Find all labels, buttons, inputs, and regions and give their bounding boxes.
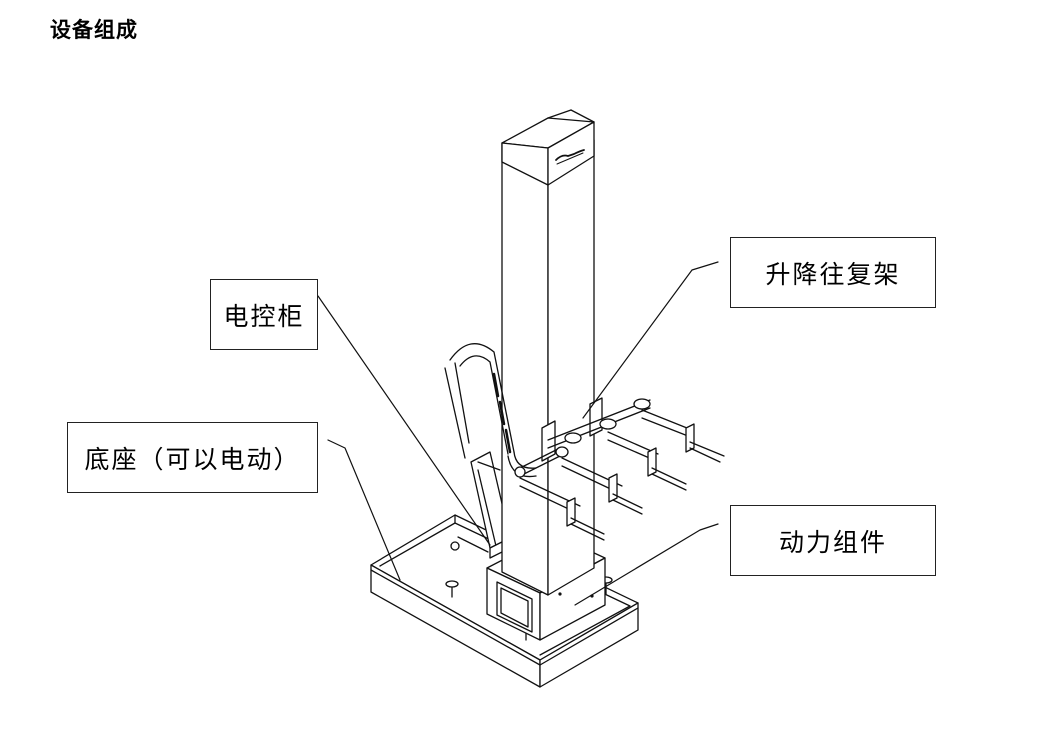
drag-chain	[444, 343, 537, 478]
leader-base	[327, 439, 401, 581]
arm-1	[519, 477, 605, 541]
brand-logo	[555, 149, 585, 165]
arm-2	[561, 457, 643, 515]
callout-lift-reciprocating-frame: 升降往复架	[730, 237, 936, 308]
leader-lift	[582, 261, 719, 419]
arm-3	[607, 431, 687, 491]
arm-4	[641, 409, 725, 463]
callout-base: 底座（可以电动）	[67, 422, 318, 493]
leader-power	[574, 523, 719, 606]
leader-lines	[317, 261, 719, 606]
page-title: 设备组成	[50, 18, 138, 42]
callout-power-assembly: 动力组件	[730, 505, 936, 576]
lift-carriage	[514, 397, 651, 478]
vertical-column	[501, 109, 595, 596]
leader-cabinet	[317, 295, 491, 546]
callout-control-cabinet: 电控柜	[210, 279, 318, 350]
